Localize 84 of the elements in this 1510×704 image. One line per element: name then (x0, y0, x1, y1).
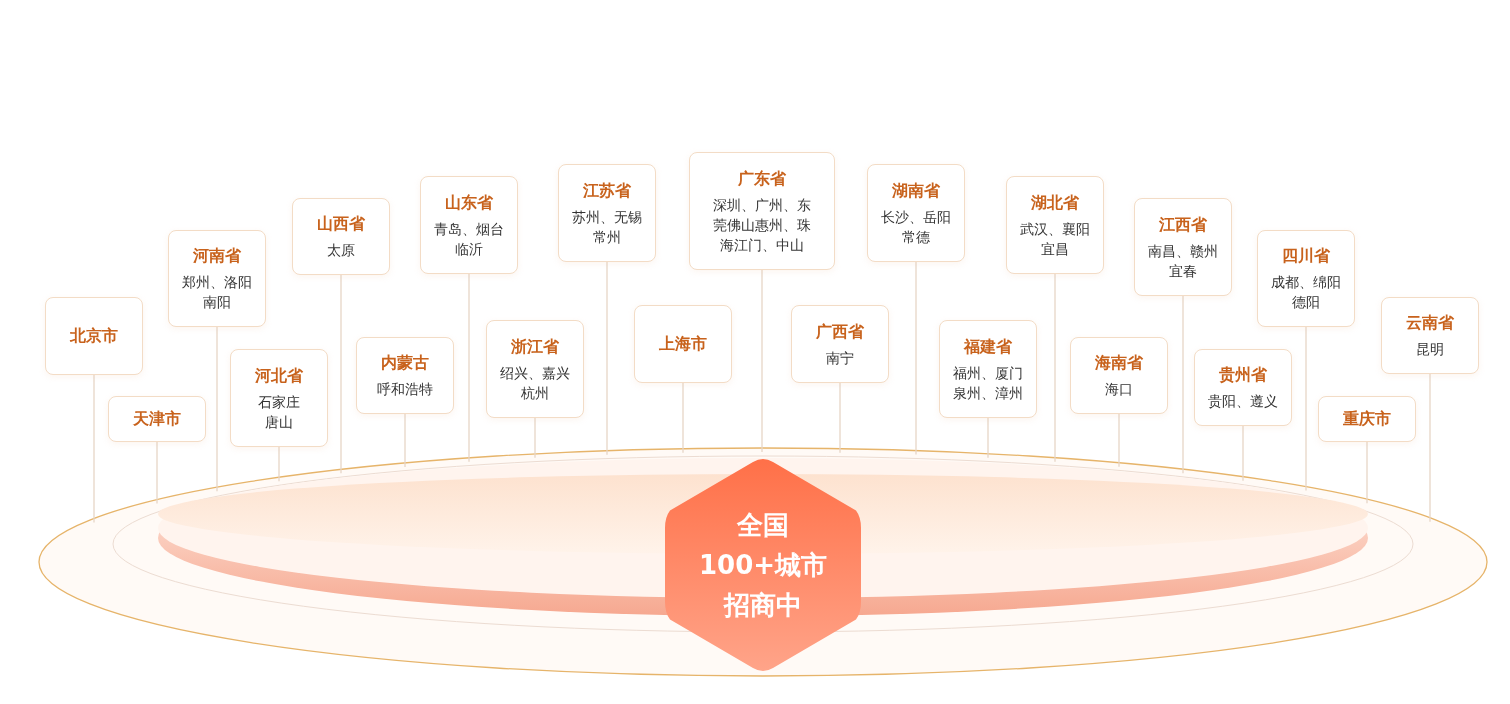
region-card (45, 297, 143, 375)
region-card (168, 230, 266, 327)
region-title: 湖北省 (1031, 191, 1079, 214)
region-title: 贵州省 (1219, 364, 1267, 386)
region-title: 河南省 (193, 245, 241, 267)
city-list: 成都、绵阳德阳 (1268, 272, 1344, 312)
hexagon-badge (665, 456, 861, 674)
connector-line (1305, 326, 1307, 492)
connector-line (1118, 413, 1120, 468)
region-card (1194, 349, 1292, 426)
region-card (1070, 337, 1168, 414)
region-title: 海南省 (1095, 352, 1143, 374)
connector-line (1429, 373, 1431, 523)
region-card (292, 198, 390, 275)
connector-line (216, 326, 218, 492)
city-list: 福州、厦门泉州、漳州 (950, 362, 1026, 403)
city-list: 苏州、无锡常州 (569, 206, 645, 247)
region-card (1381, 297, 1479, 374)
city-list: 石家庄唐山 (255, 391, 303, 432)
city-list: 绍兴、嘉兴杭州 (497, 362, 573, 403)
connector-line (278, 446, 280, 482)
region-title: 江西省 (1159, 213, 1207, 236)
city-list: 南宁 (823, 347, 857, 368)
region-card (1257, 230, 1355, 327)
connector-line (839, 382, 841, 454)
region-title: 广西省 (816, 320, 864, 343)
region-card (420, 176, 518, 274)
region-card (1318, 396, 1416, 442)
badge-text: 100+城市 (698, 549, 828, 582)
region-card (108, 396, 206, 442)
city-list: 海口 (1102, 379, 1136, 399)
connector-line (93, 374, 95, 524)
region-card (230, 349, 328, 447)
connector-line (468, 273, 470, 463)
region-title: 浙江省 (511, 335, 559, 358)
region-title: 河北省 (255, 364, 303, 387)
city-list: 长沙、岳阳常德 (878, 206, 954, 247)
connector-line (404, 413, 406, 468)
region-card (634, 305, 732, 383)
connector-line (534, 417, 536, 459)
region-title: 上海市 (659, 333, 707, 355)
region-card (558, 164, 656, 262)
region-card (791, 305, 889, 383)
connector-line (915, 261, 917, 456)
city-list: 郑州、洛阳南阳 (179, 272, 255, 312)
connector-line (1054, 273, 1056, 463)
city-list: 太原 (324, 240, 358, 260)
region-card (939, 320, 1037, 418)
region-card (486, 320, 584, 418)
region-title: 北京市 (70, 325, 118, 347)
region-title: 山东省 (445, 191, 493, 214)
connector-line (1182, 295, 1184, 474)
badge-text: 招商中 (724, 589, 802, 622)
region-title: 山西省 (317, 213, 365, 235)
connector-line (1242, 425, 1244, 482)
connector-line (340, 274, 342, 474)
region-title: 广东省 (738, 167, 786, 190)
connector-line (1366, 441, 1368, 504)
city-list: 南昌、赣州宜春 (1145, 240, 1221, 281)
city-list: 贵阳、遵义 (1205, 391, 1281, 411)
region-card (867, 164, 965, 262)
region-card (1006, 176, 1104, 274)
city-list: 呼和浩特 (374, 379, 436, 399)
region-card (1134, 198, 1232, 296)
region-title: 云南省 (1406, 312, 1454, 334)
region-title: 重庆市 (1343, 408, 1391, 430)
connector-line (987, 417, 989, 459)
region-title: 湖南省 (892, 179, 940, 202)
city-list: 武汉、襄阳宜昌 (1017, 218, 1093, 259)
city-list: 青岛、烟台临沂 (431, 218, 507, 259)
connector-line (761, 269, 763, 453)
city-list: 昆明 (1413, 339, 1447, 359)
region-title: 福建省 (964, 335, 1012, 358)
region-card (689, 152, 835, 270)
region-title: 内蒙古 (381, 352, 429, 374)
region-title: 天津市 (133, 408, 181, 430)
region-title: 江苏省 (583, 179, 631, 202)
region-card (356, 337, 454, 414)
connector-line (682, 382, 684, 454)
connector-line (156, 441, 158, 505)
badge-text: 全国 (737, 509, 789, 542)
region-title: 四川省 (1282, 245, 1330, 267)
connector-line (606, 261, 608, 456)
city-list: 深圳、广州、东莞佛山惠州、珠海江门、中山 (710, 194, 814, 255)
